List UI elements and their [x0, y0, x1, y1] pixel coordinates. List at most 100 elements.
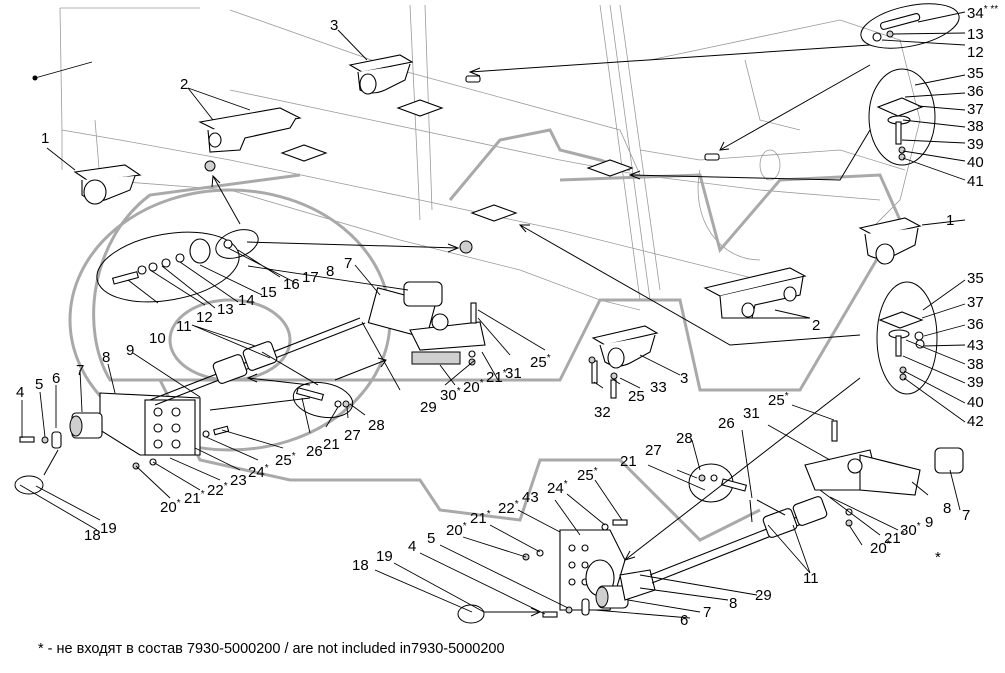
callout-4: 4 — [408, 538, 416, 555]
callout-21: 21 — [323, 436, 340, 453]
callout-12: 12 — [196, 309, 213, 326]
leader-lines — [19, 11, 966, 619]
callout-38: 38 — [967, 356, 984, 373]
callout-24: 24* — [547, 479, 568, 497]
callout-7: 7 — [962, 507, 970, 524]
callout-14: 14 — [238, 292, 255, 309]
callout-34: 34* ** — [967, 4, 998, 22]
callout-13: 13 — [217, 301, 234, 318]
footnote: * - не входят в состав 7930-5000200 / ar… — [38, 641, 505, 657]
callout-20: 20* — [463, 378, 484, 396]
callout-33: 33 — [650, 379, 667, 396]
callout-27: 27 — [344, 427, 361, 444]
callout-5: 5 — [35, 376, 43, 393]
callout-13: 13 — [967, 26, 984, 43]
callout-39: 39 — [967, 136, 984, 153]
callout-21: 21* — [470, 509, 491, 527]
callout-31: 31 — [743, 405, 760, 422]
callout-30: 30* — [440, 386, 461, 404]
callout-3: 3 — [680, 370, 688, 387]
callout-39: 39 — [967, 374, 984, 391]
callout-8: 8 — [326, 263, 334, 280]
callout-41: 41 — [967, 173, 984, 190]
callout-1: 1 — [41, 130, 49, 147]
callout-7: 7 — [76, 362, 84, 379]
callout-18: 18 — [84, 527, 101, 544]
callout-2: 2 — [812, 317, 820, 334]
mount-2-left — [198, 107, 302, 153]
callout-36: 36 — [967, 83, 984, 100]
assembly-arrows — [43, 44, 871, 617]
callout-5: 5 — [427, 530, 435, 547]
callout-22: 22* — [207, 481, 228, 499]
callout-8: 8 — [943, 500, 951, 517]
mount-plates — [280, 99, 634, 222]
callout-9: 9 — [925, 514, 933, 531]
callout-25: 25 — [628, 388, 645, 405]
callout-19: 19 — [376, 548, 393, 565]
linkage-right — [559, 447, 964, 611]
callout-labels: 1 1 2 2 3 3 34* ** 13 12 35 36 37 38 39 … — [16, 4, 998, 629]
callout-2: 2 — [180, 76, 188, 93]
mount-1-left — [73, 164, 142, 205]
callout-22: 22* — [498, 499, 519, 517]
callout-10: 10 — [149, 330, 166, 347]
callout-8: 8 — [102, 349, 110, 366]
callout-31: 31 — [505, 365, 522, 382]
callout-37: 37 — [967, 294, 984, 311]
callout-11: 11 — [176, 318, 192, 335]
callout-40: 40 — [967, 154, 984, 171]
callout-26: 26 — [306, 443, 323, 460]
callout-1: 1 — [946, 212, 954, 229]
callout-32: 32 — [594, 404, 611, 421]
lone-asterisk: * — [935, 549, 941, 566]
callout-15: 15 — [260, 284, 277, 301]
callout-24: 24* — [248, 463, 269, 481]
callout-28: 28 — [676, 430, 693, 447]
callout-19: 19 — [100, 520, 117, 537]
fasteners — [19, 302, 853, 618]
callout-4: 4 — [16, 384, 24, 401]
callout-6: 6 — [680, 612, 688, 629]
callout-35: 35 — [967, 270, 984, 287]
linkage-left — [51, 281, 486, 456]
callout-35: 35 — [967, 65, 984, 82]
callout-25: 25* — [768, 391, 789, 409]
callout-25: 25* — [275, 451, 296, 469]
mount-3-center — [591, 325, 659, 369]
callout-17: 17 — [302, 269, 319, 286]
callout-12: 12 — [967, 44, 984, 61]
callout-20: 20* — [446, 521, 467, 539]
callout-37: 37 — [967, 101, 984, 118]
callout-25: 25* — [577, 466, 598, 484]
callout-21: 21* — [184, 489, 205, 507]
callout-16: 16 — [283, 276, 300, 293]
callout-11: 11 — [803, 570, 819, 587]
callout-26: 26 — [718, 415, 735, 432]
callout-29: 29 — [755, 587, 772, 604]
callout-20: 20* — [160, 498, 181, 516]
callout-3: 3 — [330, 17, 338, 34]
callout-43: 43 — [967, 337, 984, 354]
callout-23: 23 — [230, 472, 247, 489]
callout-42: 42 — [967, 413, 984, 430]
callout-6: 6 — [52, 370, 60, 387]
callout-25: 25* — [530, 353, 551, 371]
mount-2-right — [703, 267, 807, 319]
callout-21: 21* — [486, 368, 507, 386]
detail-items — [111, 13, 925, 492]
callout-20: 20* — [870, 539, 891, 557]
callout-38: 38 — [967, 118, 984, 135]
detail-ellipses — [14, 3, 960, 624]
callout-40: 40 — [967, 394, 984, 411]
callout-29: 29 — [420, 399, 437, 416]
callout-7: 7 — [703, 604, 711, 621]
reference-marker — [32, 75, 38, 81]
mount-3-top — [348, 54, 414, 95]
callout-28: 28 — [368, 417, 385, 434]
callout-18: 18 — [352, 557, 369, 574]
callout-30: 30* — [900, 521, 921, 539]
stud-bolts — [204, 75, 720, 254]
callout-7: 7 — [344, 255, 352, 272]
